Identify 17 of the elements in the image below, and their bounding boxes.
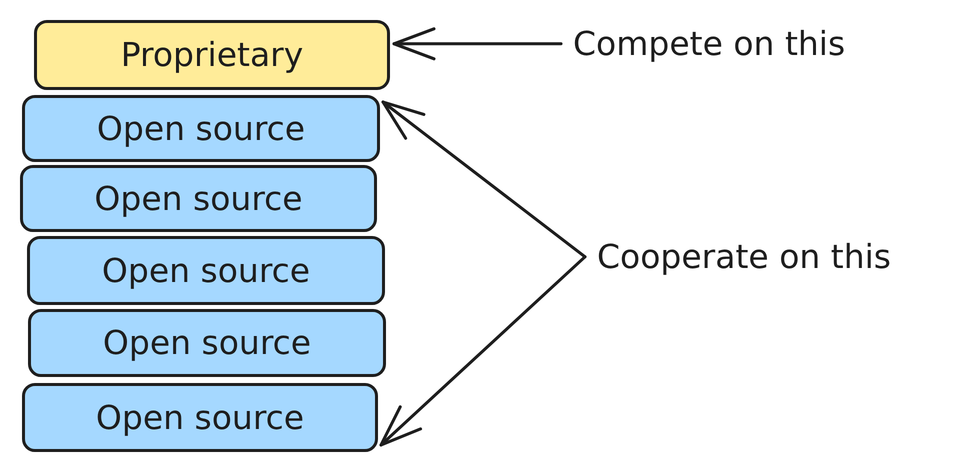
layer-box <box>34 20 390 90</box>
layer-label: Open source <box>94 180 303 218</box>
layer-label: Open source <box>96 398 304 436</box>
arrow <box>392 27 562 60</box>
layer-box <box>28 309 386 377</box>
arrow <box>382 100 586 258</box>
layer-box <box>27 236 385 305</box>
annotation-text: Cooperate on this <box>597 237 892 277</box>
layer-label: Open source <box>102 324 312 362</box>
layer-label: Open source <box>96 110 306 148</box>
layer-box <box>22 95 380 162</box>
layer-label: Open source <box>102 252 310 290</box>
layer-label: Proprietary <box>120 36 304 74</box>
arrow <box>380 255 586 446</box>
annotation-text: Compete on this <box>573 24 846 64</box>
layer-box <box>22 383 378 452</box>
layer-box <box>20 165 377 232</box>
